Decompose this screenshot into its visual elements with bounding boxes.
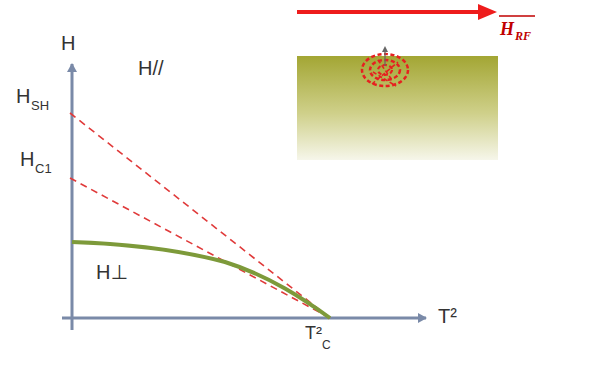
field-label: H [500,20,514,38]
vortex-tick-head [382,46,388,52]
axis-label: T² [438,306,457,326]
axis-value: H [20,149,34,169]
vortex-tick [384,50,385,66]
region-label: H⊥ [96,262,128,282]
rf-arrow [297,10,482,14]
axis-value: T² [305,324,322,342]
subscript: C [322,339,331,351]
subscript: SH [31,99,49,112]
axis-label: H [61,33,75,53]
subscript: RF [515,30,531,42]
y-axis [71,64,74,330]
region-label: H// [138,58,164,78]
axis-value: H [16,86,30,106]
x-axis [62,317,426,320]
subscript: C1 [35,162,52,175]
superconductor-slab [297,56,498,160]
hsh-line [70,113,330,318]
overline [499,15,535,17]
hc1-line [70,178,330,318]
rf-arrowhead [478,4,497,20]
phase-curve [72,242,330,318]
